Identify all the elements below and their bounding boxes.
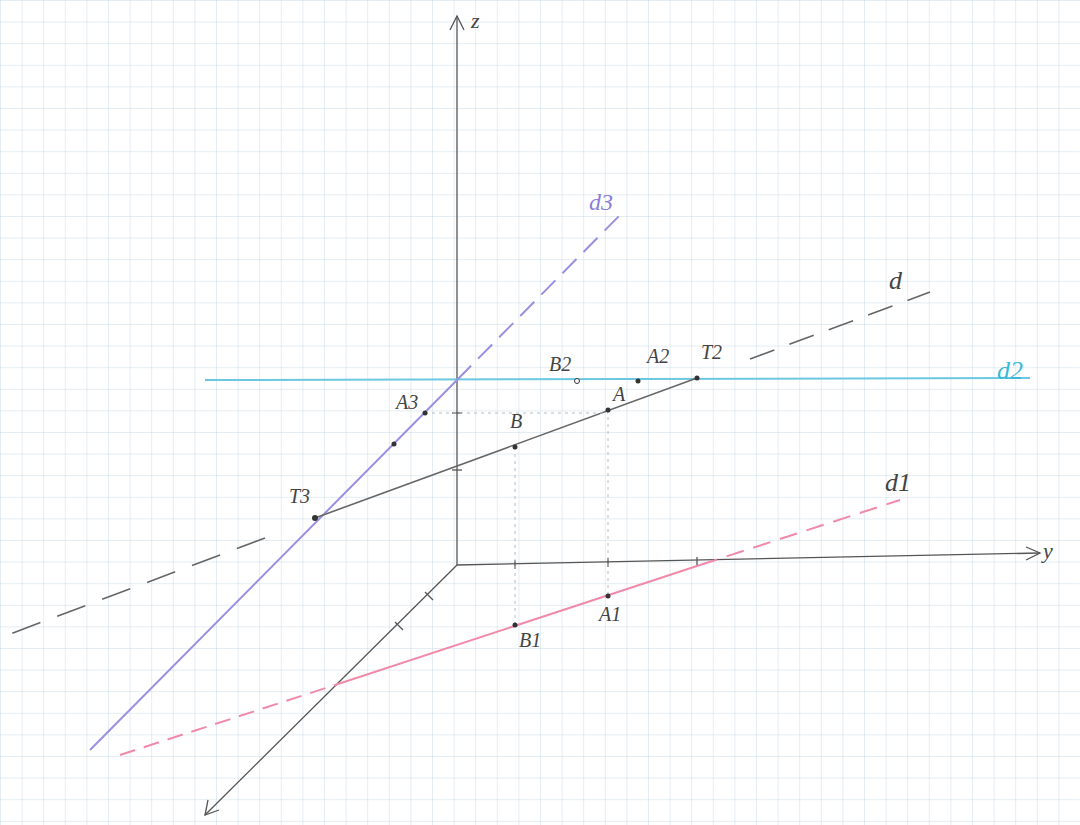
point-label: B2	[548, 354, 572, 374]
line-label: d2	[996, 358, 1024, 384]
point-label: B	[509, 411, 523, 431]
point-label: A2	[646, 346, 670, 366]
axis-label: z	[470, 10, 481, 32]
points	[312, 376, 700, 628]
line-d1	[120, 500, 900, 755]
line-d	[10, 292, 930, 634]
line-d3	[90, 215, 620, 750]
axis-label: y	[1042, 540, 1054, 562]
line-label: d1	[884, 470, 912, 496]
point-label: T2	[700, 342, 723, 362]
point-label: T3	[288, 486, 311, 506]
line-d2	[205, 378, 1030, 380]
point-label: B1	[518, 630, 542, 650]
point-label: A	[612, 384, 626, 404]
point-label: A1	[598, 604, 622, 624]
point-label: A3	[395, 392, 419, 412]
axes	[205, 16, 1040, 815]
line-label: d3	[588, 190, 614, 214]
projection-lines	[425, 410, 608, 625]
line-label: d	[888, 268, 903, 294]
